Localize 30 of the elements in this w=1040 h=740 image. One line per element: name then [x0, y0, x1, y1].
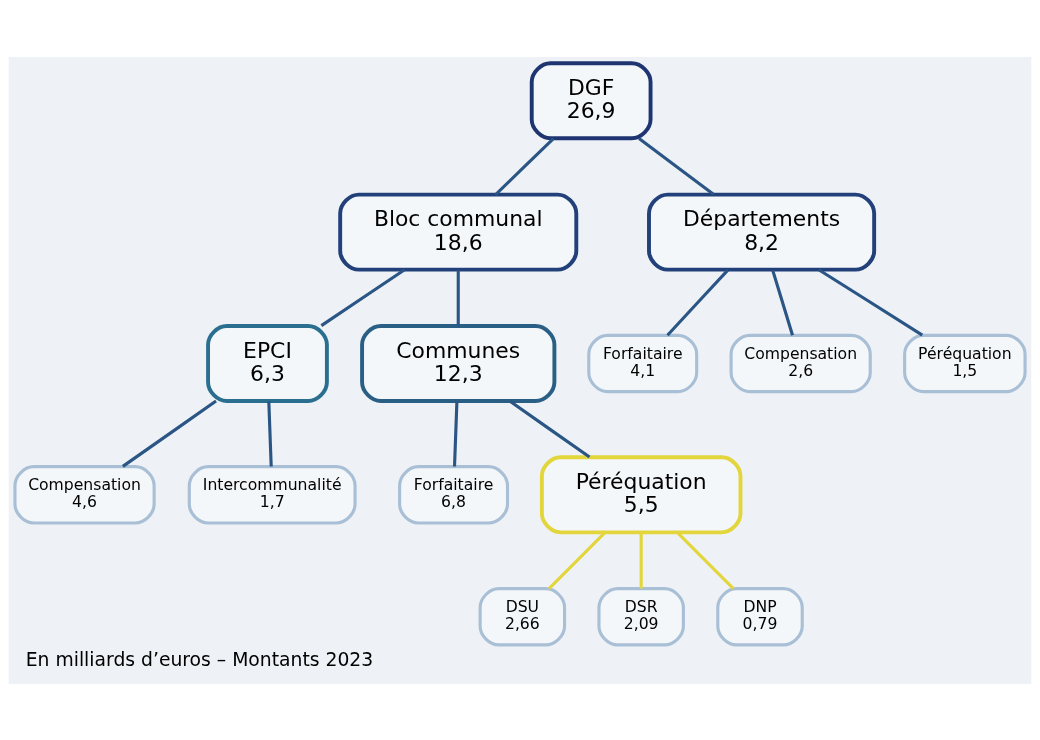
connector — [771, 269, 794, 336]
node-box: DSR 2,09 — [597, 586, 685, 646]
connector — [121, 399, 217, 468]
node-box: Intercommunalité 1,7 — [187, 464, 357, 524]
connector — [547, 531, 606, 590]
connector — [320, 267, 406, 327]
node-box: Bloc communal 18,6 — [338, 192, 579, 272]
connector — [267, 400, 273, 467]
caption: En milliards d’euros – Montants 2023 — [25, 648, 374, 670]
node-box: EPCI 6,3 — [206, 323, 329, 403]
connector — [666, 268, 729, 336]
node-box: DGF 26,9 — [529, 60, 653, 140]
node-box: Compensation 4,6 — [13, 464, 156, 524]
node-box: Forfaitaire 6,8 — [398, 464, 510, 524]
node-box: Forfaitaire 4,1 — [587, 333, 699, 393]
connector — [452, 400, 459, 467]
node-box: Communes 12,3 — [360, 323, 557, 403]
connector — [817, 267, 924, 336]
connector — [456, 269, 460, 326]
connector — [508, 399, 591, 458]
node-box: Compensation 2,6 — [729, 333, 872, 393]
node-box: Péréquation 1,5 — [903, 333, 1027, 393]
connector — [494, 137, 555, 196]
node-box: DNP 0,79 — [716, 586, 804, 646]
node-box: DSU 2,66 — [478, 586, 567, 646]
connector — [638, 136, 715, 196]
connector — [639, 532, 643, 589]
node-box: Départements 8,2 — [647, 192, 877, 272]
node-box: Péréquation 5,5 — [539, 454, 743, 534]
connector — [676, 531, 735, 590]
